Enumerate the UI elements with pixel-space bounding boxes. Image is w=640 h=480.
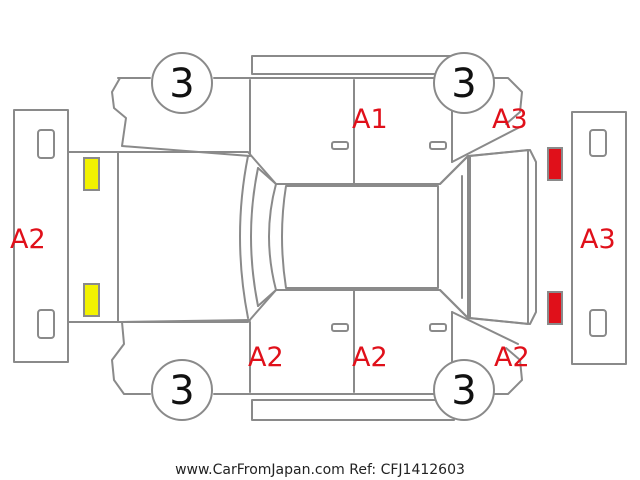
damage-code-rear-bumper: A3 bbox=[580, 224, 616, 255]
taillight-bottom-marker bbox=[547, 291, 563, 325]
headlight-bottom-marker bbox=[83, 283, 100, 317]
wheel-rear-left: 3 bbox=[433, 52, 495, 114]
taillight-top-marker bbox=[547, 147, 563, 181]
damage-code-front-bumper: A2 bbox=[10, 224, 46, 255]
front-bumper bbox=[13, 109, 69, 363]
wheel-front-right-label: 3 bbox=[169, 368, 194, 414]
wheel-front-right: 3 bbox=[151, 359, 213, 421]
damage-code-rear-door-right: A2 bbox=[352, 342, 388, 373]
wheel-front-left-label: 3 bbox=[169, 61, 194, 107]
right-side-body bbox=[111, 289, 523, 421]
damage-code-rear-door-left: A1 bbox=[352, 104, 388, 135]
rear-bumper bbox=[571, 111, 627, 365]
wheel-rear-left-label: 3 bbox=[451, 61, 476, 107]
damage-code-front-door-right: A2 bbox=[248, 342, 284, 373]
damage-code-rear-fender-right: A2 bbox=[494, 342, 530, 373]
wheel-rear-right-label: 3 bbox=[451, 368, 476, 414]
damage-code-rear-fender-left: A3 bbox=[492, 104, 528, 135]
headlight-top-marker bbox=[83, 157, 100, 191]
top-view-body bbox=[67, 149, 537, 325]
wheel-rear-right: 3 bbox=[433, 359, 495, 421]
wheel-front-left: 3 bbox=[151, 52, 213, 114]
footer-reference: www.CarFromJapan.com Ref: CFJ1412603 bbox=[175, 462, 465, 478]
